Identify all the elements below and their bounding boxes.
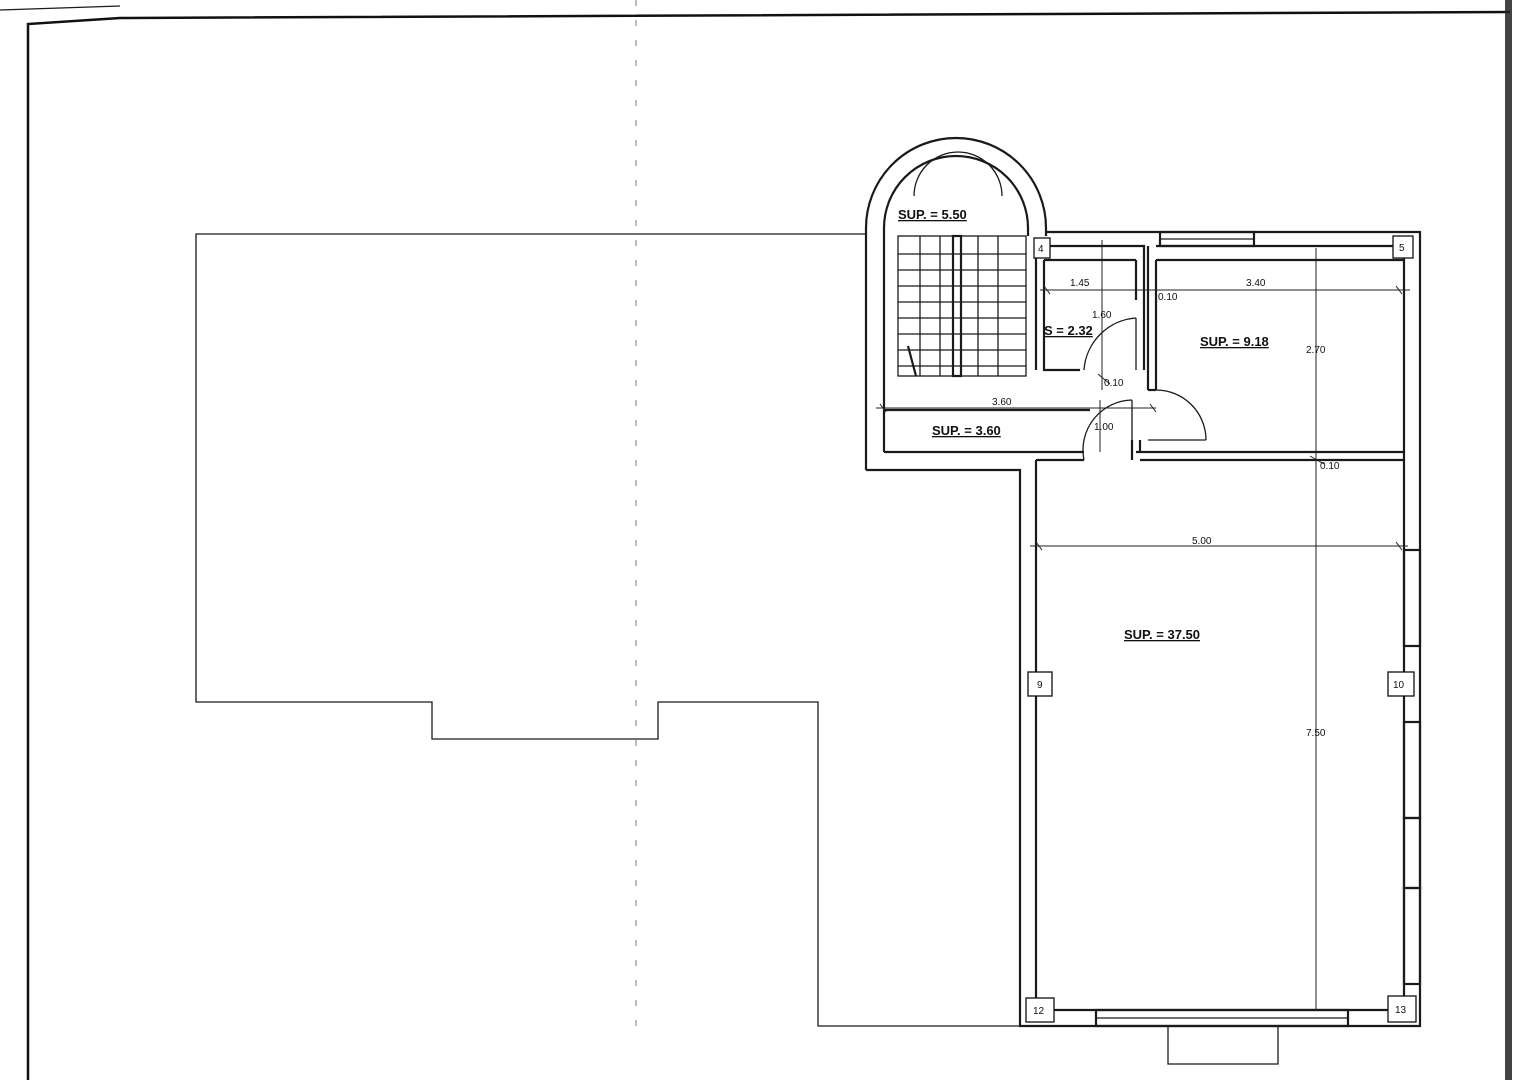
column-label-13: 13: [1395, 1005, 1407, 1016]
dim-label-3-40: 3.40: [1246, 278, 1266, 289]
windows: [1094, 230, 1422, 1065]
dim-label-1-60: 1.60: [1092, 310, 1112, 321]
column-12: 12: [1025, 997, 1055, 1023]
dim-label-1-45: 1.45: [1070, 278, 1090, 289]
dim-label-2-70: 2.70: [1306, 345, 1326, 356]
dim-label-1-00: 1.00: [1094, 422, 1114, 433]
staircase: [897, 151, 1027, 378]
area-label-stair: SUP. = 5.50: [898, 207, 967, 222]
dimension-lines: [876, 240, 1410, 1010]
dim-label-0-10-a: 0.10: [1158, 292, 1178, 303]
column-label-4: 4: [1038, 244, 1044, 255]
dim-label-7-50: 7.50: [1306, 728, 1326, 739]
column-label-5: 5: [1399, 243, 1405, 254]
column-label-10: 10: [1393, 680, 1405, 691]
dim-label-0-10-b: 0.10: [1104, 378, 1124, 389]
dim-label-0-10-c: 0.10: [1320, 461, 1340, 472]
area-label-hall: SUP. = 3.60: [932, 423, 1001, 438]
dim-label-5-00: 5.00: [1192, 536, 1212, 547]
area-label-small-room: S = 2.32: [1044, 323, 1093, 338]
column-4: 4: [1033, 237, 1051, 259]
column-label-9: 9: [1037, 680, 1043, 691]
column-label-12: 12: [1033, 1006, 1045, 1017]
column-9: 9: [1027, 671, 1053, 697]
column-13: 13: [1387, 995, 1417, 1023]
column-5: 5: [1392, 235, 1414, 259]
lower-floor-outline: [195, 233, 1020, 1027]
column-10: 10: [1387, 671, 1415, 697]
building-walls: [864, 136, 1422, 1028]
doors: [1082, 317, 1207, 461]
area-label-main-room: SUP. = 37.50: [1124, 627, 1200, 642]
dim-label-3-60: 3.60: [992, 397, 1012, 408]
area-label-room-upper: SUP. = 9.18: [1200, 334, 1269, 349]
